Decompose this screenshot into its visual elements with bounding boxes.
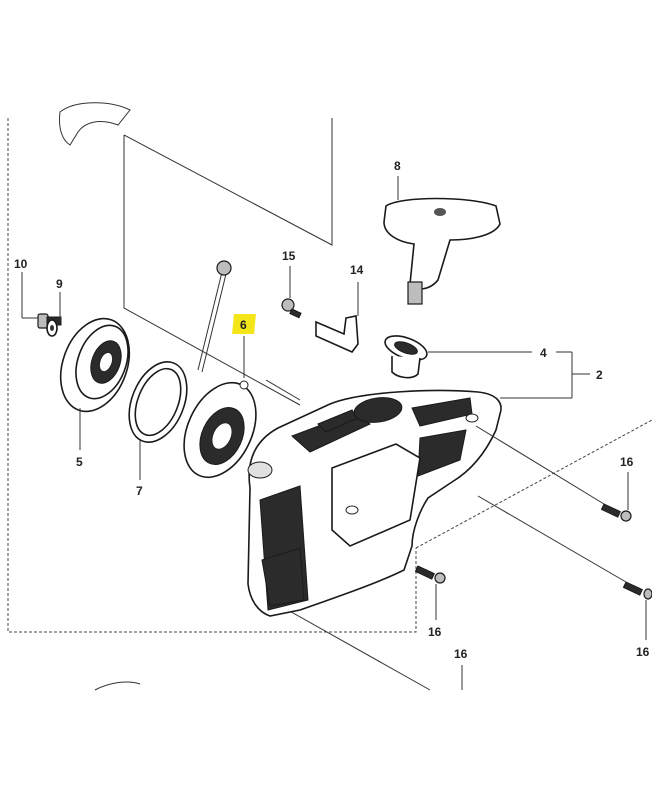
callout-16-far: 16 [636,645,650,659]
callout-14: 14 [350,263,364,277]
callout-8: 8 [394,159,401,173]
bracket-part-14 [315,282,359,353]
callout-10: 10 [14,257,28,271]
callout-15: 15 [282,249,296,263]
callout-2: 2 [596,368,603,382]
callout-16-mid: 16 [428,625,442,639]
callout-6: 6 [240,318,247,332]
spring-cassette-part-6 [183,260,257,479]
washer-part-9 [46,292,61,337]
bushing-part-4 [384,335,532,379]
starter-housing [247,379,502,617]
handle-part-8 [383,176,501,305]
callout-4: 4 [540,346,547,360]
callout-16-right: 16 [620,455,634,469]
callout-5: 5 [76,455,83,469]
screw-part-16-right [475,425,632,522]
spring-part-7 [128,361,188,480]
screw-part-15 [281,266,302,319]
callout-9: 9 [56,277,63,291]
screw-part-16-mid [414,565,446,620]
assembly-boundary [7,118,652,633]
pulley-part-5 [59,317,131,450]
callout-6-highlight [232,314,256,334]
callout-2-bracket [500,351,590,399]
screw-part-16-far [477,495,652,640]
callout-7: 7 [136,484,143,498]
background-plane [59,102,431,691]
callout-16-bottom: 16 [454,647,468,661]
